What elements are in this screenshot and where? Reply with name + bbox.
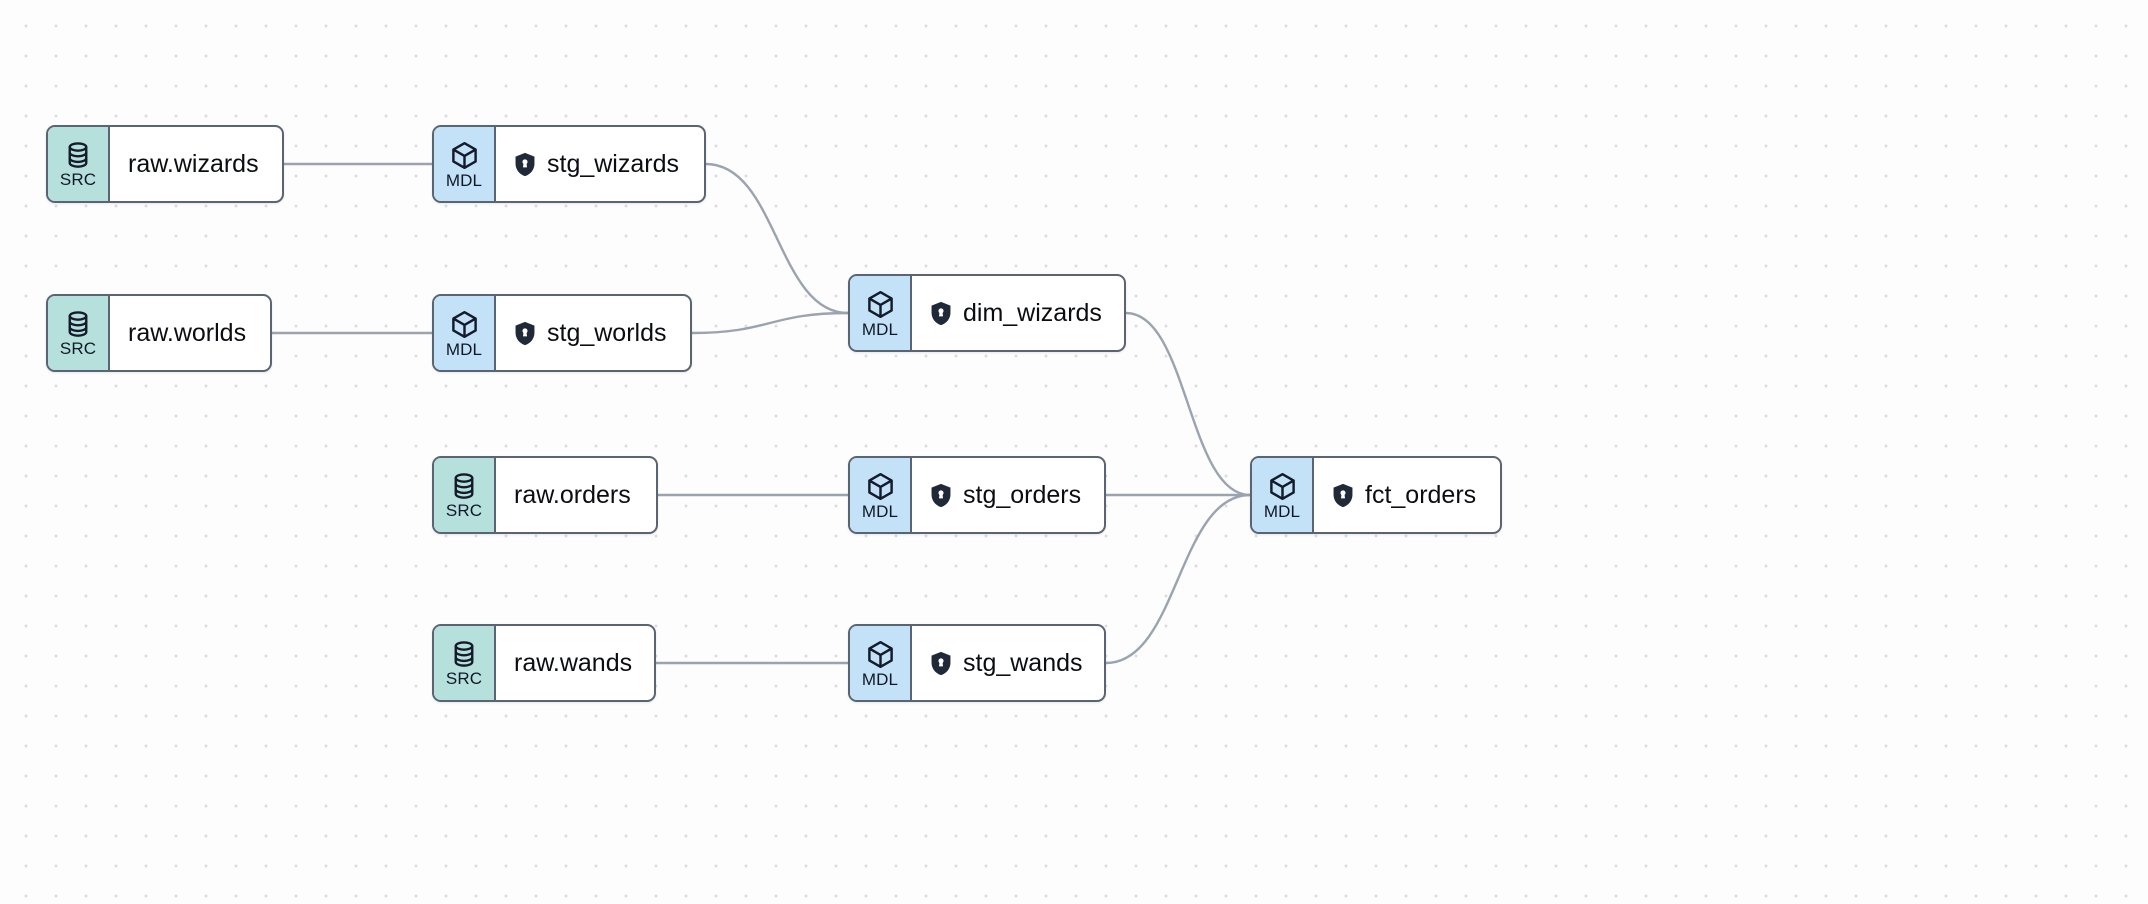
node-dim_wizards[interactable]: MDL dim_wizards [848, 274, 1126, 352]
node-body: stg_wizards [496, 127, 704, 201]
node-body: dim_wizards [912, 276, 1124, 350]
badge-label: SRC [445, 501, 483, 520]
node-type-badge-mdl: MDL [434, 127, 496, 201]
node-label: stg_wands [963, 648, 1083, 677]
node-raw_worlds[interactable]: SRC raw.worlds [46, 294, 272, 372]
badge-label: MDL [445, 170, 483, 190]
database-icon [449, 471, 479, 501]
node-stg_worlds[interactable]: MDL stg_worlds [432, 294, 692, 372]
node-type-badge-mdl: MDL [1252, 458, 1314, 532]
badge-label: MDL [861, 669, 899, 689]
badge-label: MDL [1263, 501, 1301, 521]
node-fct_orders[interactable]: MDL fct_orders [1250, 456, 1502, 534]
node-body: raw.orders [496, 458, 656, 532]
node-label: stg_worlds [547, 318, 667, 347]
node-label: raw.wizards [128, 149, 259, 178]
node-type-badge-mdl: MDL [850, 458, 912, 532]
cube-icon [449, 309, 480, 340]
node-body: stg_worlds [496, 296, 690, 370]
shield-lock-icon [930, 301, 952, 326]
shield-lock-icon [514, 321, 536, 346]
shield-lock-icon [930, 483, 952, 508]
node-label: stg_orders [963, 480, 1082, 509]
node-type-badge-mdl: MDL [434, 296, 496, 370]
edge-dim_wizards-to-fct_orders[interactable] [1124, 311, 1252, 497]
node-label: raw.wands [514, 648, 633, 677]
edge-stg_worlds-to-dim_wizards[interactable] [690, 311, 850, 335]
database-icon [63, 309, 93, 339]
node-stg_orders[interactable]: MDL stg_orders [848, 456, 1106, 534]
cube-icon [865, 639, 896, 670]
badge-label: MDL [445, 339, 483, 359]
node-stg_wizards[interactable]: MDL stg_wizards [432, 125, 706, 203]
node-type-badge-src: SRC [434, 626, 496, 700]
node-stg_wands[interactable]: MDL stg_wands [848, 624, 1106, 702]
badge-label: SRC [59, 339, 97, 358]
node-body: stg_wands [912, 626, 1104, 700]
node-label: stg_wizards [547, 149, 679, 178]
badge-label: SRC [59, 170, 97, 189]
edge-stg_wands-to-fct_orders[interactable] [1104, 493, 1252, 665]
node-label: dim_wizards [963, 298, 1102, 327]
node-type-badge-src: SRC [434, 458, 496, 532]
cube-icon [1267, 471, 1298, 502]
cube-icon [865, 289, 896, 320]
node-label: fct_orders [1365, 480, 1477, 509]
shield-lock-icon [1332, 483, 1354, 508]
node-raw_orders[interactable]: SRC raw.orders [432, 456, 658, 534]
node-body: raw.worlds [110, 296, 270, 370]
node-label: raw.worlds [128, 318, 247, 347]
node-raw_wizards[interactable]: SRC raw.wizards [46, 125, 284, 203]
node-type-badge-src: SRC [48, 127, 110, 201]
database-icon [449, 639, 479, 669]
edge-stg_wizards-to-dim_wizards[interactable] [704, 162, 850, 315]
shield-lock-icon [514, 152, 536, 177]
node-label: raw.orders [514, 480, 631, 509]
node-body: raw.wizards [110, 127, 282, 201]
cube-icon [865, 471, 896, 502]
badge-label: MDL [861, 319, 899, 339]
node-raw_wands[interactable]: SRC raw.wands [432, 624, 656, 702]
badge-label: SRC [445, 669, 483, 688]
badge-label: MDL [861, 501, 899, 521]
cube-icon [449, 140, 480, 171]
node-body: raw.wands [496, 626, 654, 700]
node-type-badge-mdl: MDL [850, 626, 912, 700]
node-body: fct_orders [1314, 458, 1500, 532]
node-type-badge-src: SRC [48, 296, 110, 370]
node-body: stg_orders [912, 458, 1104, 532]
database-icon [63, 140, 93, 170]
shield-lock-icon [930, 651, 952, 676]
node-type-badge-mdl: MDL [850, 276, 912, 350]
